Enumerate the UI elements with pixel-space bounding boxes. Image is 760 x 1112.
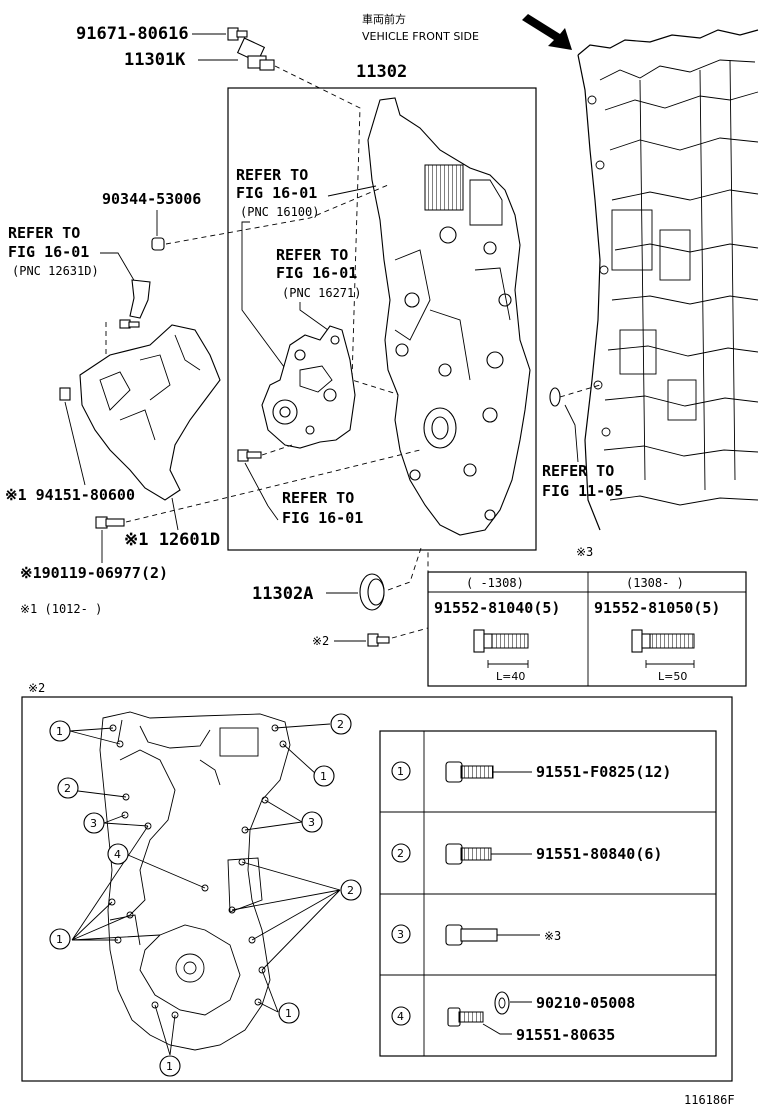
ref-12631D-line3: (PNC 12631D) (12, 264, 99, 278)
label-90344: 90344-53006 (102, 190, 201, 208)
bolt-length-table (427, 571, 747, 687)
callout-2b: 2 (57, 777, 79, 799)
ref-16100-line3: (PNC 16100) (240, 205, 319, 219)
legend-row-4: 4 90210-05008 91551-80635 (391, 991, 635, 1044)
bolt-91671-part (227, 27, 248, 41)
ref-16100-line1: REFER TO (236, 166, 308, 184)
callout-1a: 1 (49, 720, 71, 742)
timing-cover-insulator-part (79, 324, 221, 501)
engine-block-illustration (577, 29, 759, 531)
ref-fig-11-05-line2: FIG 11-05 (542, 482, 623, 500)
label-94151: ※1 94151-80600 (5, 486, 135, 504)
svg-text:1: 1 (56, 725, 63, 738)
ref-12631D-line2: FIG 16-01 (8, 243, 89, 261)
table-col2-range: (1308- ) (626, 576, 684, 590)
table-col2-length: L=50 (658, 670, 687, 683)
legend-row-1: 1 91551-F0825(12) (391, 761, 671, 783)
label-11302: 11302 (356, 62, 407, 82)
svg-text:2: 2 (347, 884, 354, 897)
ref-16100-line2: FIG 16-01 (236, 184, 317, 202)
legend-part-4b: 91551-80635 (516, 1026, 615, 1044)
callout-3b: 3 (301, 811, 323, 833)
label-91671: 91671-80616 (76, 24, 189, 44)
legend-part-2: 91551-80840(6) (536, 845, 662, 863)
svg-text:2: 2 (64, 782, 71, 795)
svg-text:4: 4 (397, 1010, 404, 1023)
oil-seal-part (359, 573, 385, 611)
water-pump-part (261, 325, 356, 449)
table-col1-length: L=40 (496, 670, 525, 683)
svg-text:4: 4 (114, 848, 121, 861)
ref-16271-line1: REFER TO (276, 246, 348, 264)
note-2-marker: ※2 (312, 634, 329, 648)
callout-1c: 1 (49, 928, 71, 950)
plug-90344-part (151, 237, 165, 251)
label-12601D: ※1 12601D (124, 530, 220, 550)
o-ring-part (549, 387, 561, 407)
bolt-ref-16-01-part (237, 449, 262, 462)
bolt-legend-table (379, 730, 717, 1057)
svg-text:2: 2 (397, 847, 404, 860)
callout-leaders (69, 723, 341, 1056)
table-col1-part: 91552-81040(5) (434, 599, 560, 617)
callout-2a: 2 (330, 713, 352, 735)
note-3-marker: ※3 (576, 545, 593, 559)
bolt-94151-part (59, 387, 71, 401)
legend-row-2: 2 91551-80840(6) (391, 843, 662, 865)
svg-text:1: 1 (397, 765, 404, 778)
cover-group-frame (227, 87, 537, 551)
bracket-12631D-part (119, 279, 151, 329)
bolt-l40-icon (473, 629, 529, 668)
front-arrow-icon (522, 14, 572, 50)
callout-1e: 1 (159, 1055, 181, 1077)
ref-16271-line3: (PNC 16271) (282, 286, 361, 300)
callout-2c: 2 (340, 879, 362, 901)
ref-fig-16-01-line1: REFER TO (282, 489, 354, 507)
callout-3a: 3 (83, 812, 105, 834)
callout-1b: 1 (313, 765, 335, 787)
figure-id: 116186F (684, 1093, 735, 1107)
timing-chain-cover-part (367, 97, 531, 536)
ref-fig-11-05-line1: REFER TO (542, 462, 614, 480)
svg-text:3: 3 (397, 928, 404, 941)
direction-en: VEHICLE FRONT SIDE (362, 30, 479, 43)
legend-part-3: ※3 (544, 929, 561, 943)
svg-text:1: 1 (320, 770, 327, 783)
legend-part-1: 91551-F0825(12) (536, 763, 671, 781)
table-col1-range: ( -1308) (466, 576, 524, 590)
svg-text:2: 2 (337, 718, 344, 731)
bolt-90119-part (95, 516, 125, 529)
callout-1d: 1 (278, 1002, 300, 1024)
ref-12631D-line1: REFER TO (8, 224, 80, 242)
label-11301K: 11301K (124, 50, 186, 70)
svg-text:1: 1 (285, 1007, 292, 1020)
legend-row-3: 3 ※3 (391, 924, 561, 946)
svg-text:1: 1 (166, 1060, 173, 1073)
detail-panel-frame (21, 696, 733, 1082)
crank-sensor-part (236, 37, 275, 71)
ref-16271-line2: FIG 16-01 (276, 264, 357, 282)
svg-text:3: 3 (308, 816, 315, 829)
svg-text:1: 1 (56, 933, 63, 946)
cover-outline-detail (99, 711, 291, 1051)
table-col2-part: 91552-81050(5) (594, 599, 720, 617)
note-1: ※1 (1012- ) (20, 602, 102, 616)
bolt-note2-part (367, 633, 390, 647)
legend-part-4a: 90210-05008 (536, 994, 635, 1012)
label-90119: ※190119-06977(2) (20, 564, 168, 582)
svg-text:3: 3 (90, 817, 97, 830)
label-11302A: 11302A (252, 584, 313, 604)
callout-4: 4 (107, 843, 129, 865)
detail-panel-label: ※2 (28, 681, 45, 695)
ref-fig-16-01-line2: FIG 16-01 (282, 509, 363, 527)
bolt-l50-icon (631, 629, 695, 668)
direction-jp: 車両前方 (362, 12, 406, 26)
